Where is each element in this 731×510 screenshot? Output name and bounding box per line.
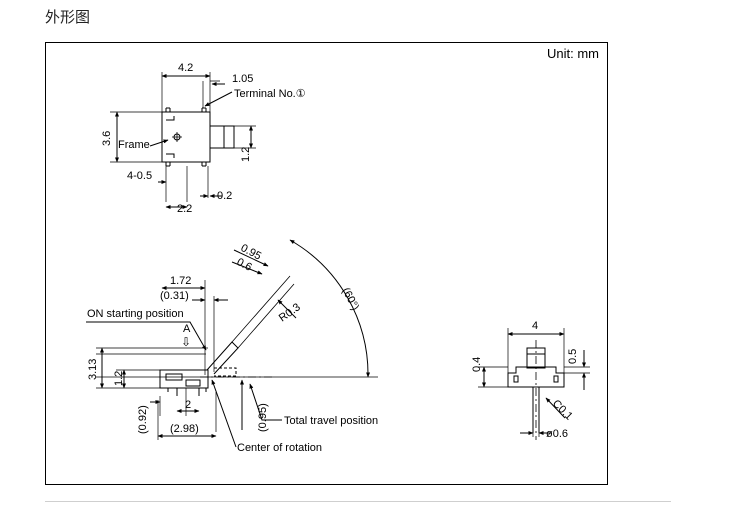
- on-start-label: ON starting position: [87, 308, 184, 320]
- end-dim-0-4: 0.4: [471, 357, 483, 372]
- drawing-frame: [45, 42, 608, 485]
- side-view: [86, 239, 378, 448]
- top-view-actuator: [209, 125, 235, 149]
- dim-0-95-travel: (0.95): [257, 403, 269, 432]
- total-travel-label: Total travel position: [284, 415, 378, 427]
- dim-3-13: 3.13: [87, 359, 99, 380]
- side-view-body: [159, 369, 209, 389]
- section-a-label: A: [183, 323, 191, 335]
- dim-1-72: 1.72: [170, 275, 191, 287]
- pin-diameter-label: ø0.6: [546, 428, 568, 440]
- unit-label: Unit: mm: [547, 46, 599, 61]
- section-a-arrow: ⇩: [181, 335, 191, 349]
- dim-height-3-6: 3.6: [101, 131, 113, 146]
- center-rotation-label: Center of rotation: [237, 442, 322, 454]
- end-view: [478, 328, 590, 440]
- dim-2-98: (2.98): [170, 423, 199, 435]
- dim-0-92: (0.92): [137, 405, 149, 434]
- radius-label: R0.3: [277, 301, 303, 324]
- angle-label: (60°): [339, 286, 361, 313]
- chamfer-label: C0.1: [550, 398, 575, 423]
- top-view: [110, 72, 256, 209]
- dim-2-pitch: 2: [185, 399, 191, 411]
- terminal-label: Terminal No.①: [234, 88, 306, 100]
- dim-1-2-body: 1.2: [113, 371, 125, 386]
- dim-1-2-actuator: 1.2: [240, 147, 252, 162]
- dim-0-31: (0.31): [160, 290, 189, 302]
- side-view-lever: [206, 341, 239, 375]
- frame-label: Frame: [118, 139, 150, 151]
- bottom-divider: [45, 501, 671, 502]
- end-dim-4: 4: [532, 320, 538, 332]
- page-heading: 外形图: [45, 8, 91, 26]
- end-dim-0-5: 0.5: [567, 349, 579, 364]
- end-view-body: [507, 366, 565, 388]
- dim-width-4-2: 4.2: [178, 62, 193, 74]
- dim-0-2: 0.2: [217, 190, 232, 202]
- dim-pitch-2-2: 2.2: [177, 203, 192, 215]
- dim-1-05: 1.05: [232, 73, 253, 85]
- dim-holes: 4-0.5: [127, 170, 152, 182]
